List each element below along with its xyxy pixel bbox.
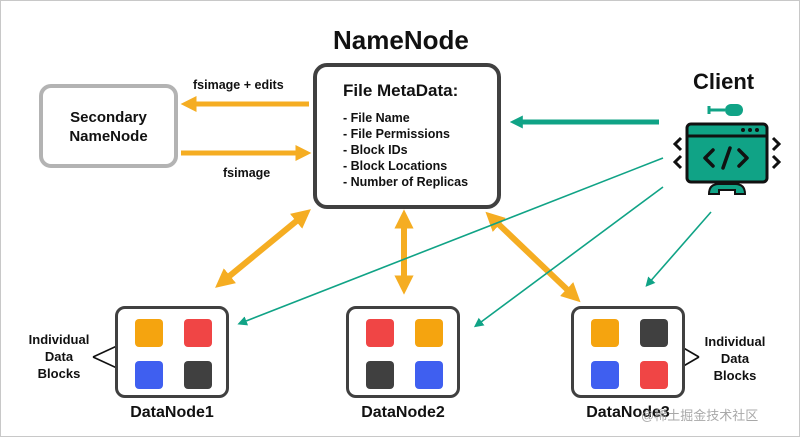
datanode2-box bbox=[346, 306, 460, 398]
secondary-namenode-line1: Secondary bbox=[70, 109, 147, 126]
annotation-right-line: Individual bbox=[704, 334, 766, 349]
data-block bbox=[184, 361, 212, 389]
datanode1-box bbox=[115, 306, 229, 398]
secondary-namenode-line2: NameNode bbox=[69, 128, 148, 145]
data-block bbox=[640, 319, 668, 347]
data-block bbox=[415, 361, 443, 389]
data-block bbox=[415, 319, 443, 347]
annotation-left-line: Blocks bbox=[37, 366, 81, 381]
datanode3-label: DataNode3 bbox=[586, 404, 670, 421]
code-window-gear-icon bbox=[673, 104, 781, 195]
datanode1-label: DataNode1 bbox=[130, 404, 214, 421]
annotation-right: Individual Data Blocks bbox=[693, 333, 777, 384]
annotation-right-line: Blocks bbox=[713, 368, 757, 383]
watermark: @稀土掘金技术社区 bbox=[641, 408, 759, 423]
data-block bbox=[591, 361, 619, 389]
data-block bbox=[591, 319, 619, 347]
datanode2-label: DataNode2 bbox=[361, 404, 445, 421]
metadata-list: File NameFile PermissionsBlock IDsBlock … bbox=[343, 110, 468, 190]
metadata-item: File Permissions bbox=[343, 126, 468, 142]
fsimage-label: fsimage bbox=[223, 166, 271, 180]
client-datanode1-arrow bbox=[237, 157, 664, 326]
annotation-left: Individual Data Blocks bbox=[17, 331, 101, 382]
secondary-namenode-box: Secondary NameNode bbox=[39, 84, 178, 168]
metadata-title: File MetaData: bbox=[343, 81, 459, 100]
client-datanode2-arrow bbox=[473, 186, 664, 328]
namenode-datanode3-arrow bbox=[485, 211, 581, 303]
datanode3-box bbox=[571, 306, 685, 398]
annotation-left-line: Individual bbox=[28, 332, 90, 347]
metadata-item: Block Locations bbox=[343, 158, 468, 174]
data-block bbox=[135, 319, 163, 347]
data-block bbox=[135, 361, 163, 389]
edits-label: fsimage + edits bbox=[193, 78, 284, 92]
data-block bbox=[366, 361, 394, 389]
metadata-item: Number of Replicas bbox=[343, 174, 468, 190]
client-datanode3-arrow bbox=[645, 211, 712, 287]
annotation-right-line: Data bbox=[720, 351, 750, 366]
data-block bbox=[640, 361, 668, 389]
metadata-item: Block IDs bbox=[343, 142, 468, 158]
namenode-box: File MetaData: File NameFile Permissions… bbox=[313, 63, 501, 209]
namenode-title: NameNode bbox=[333, 25, 469, 55]
client-title: Client bbox=[693, 69, 755, 94]
data-block bbox=[366, 319, 394, 347]
data-block bbox=[184, 319, 212, 347]
annotation-left-line: Data bbox=[44, 349, 74, 364]
metadata-item: File Name bbox=[343, 110, 468, 126]
namenode-datanode1-arrow bbox=[215, 209, 311, 288]
